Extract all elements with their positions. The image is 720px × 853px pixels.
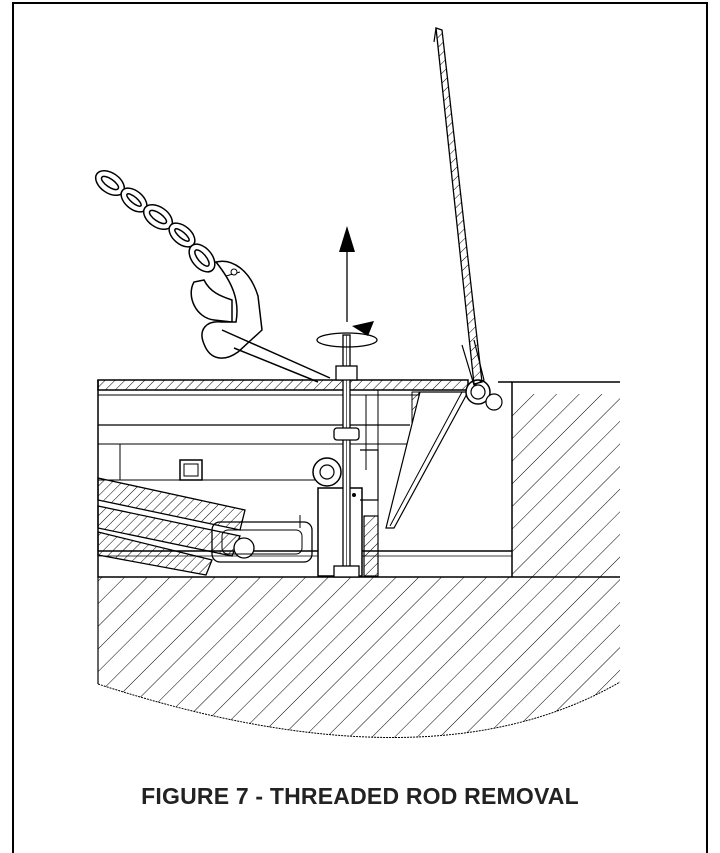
chain-icon: [94, 169, 216, 273]
upper-nut: [335, 365, 358, 381]
square-tube: [179, 459, 203, 481]
concrete-right-wall: [498, 381, 620, 577]
threaded-rod: [333, 334, 360, 578]
hinge-pin-icon: [465, 379, 503, 411]
lower-nut: [333, 565, 360, 578]
rotation-arrow-icon: [316, 321, 378, 348]
lip-plate: [433, 27, 485, 386]
figure-caption: FIGURE 7 - THREADED ROD REMOVAL: [141, 783, 579, 809]
lower-beams: [97, 477, 313, 576]
concrete-pit-floor: [97, 577, 621, 738]
rod-bracket: [312, 449, 379, 577]
middle-nut: [333, 427, 360, 441]
hook-icon: [190, 260, 331, 383]
pit-outline: [97, 380, 620, 578]
leveler-frame: [98, 390, 470, 530]
lift-arrow-icon: [339, 226, 355, 322]
